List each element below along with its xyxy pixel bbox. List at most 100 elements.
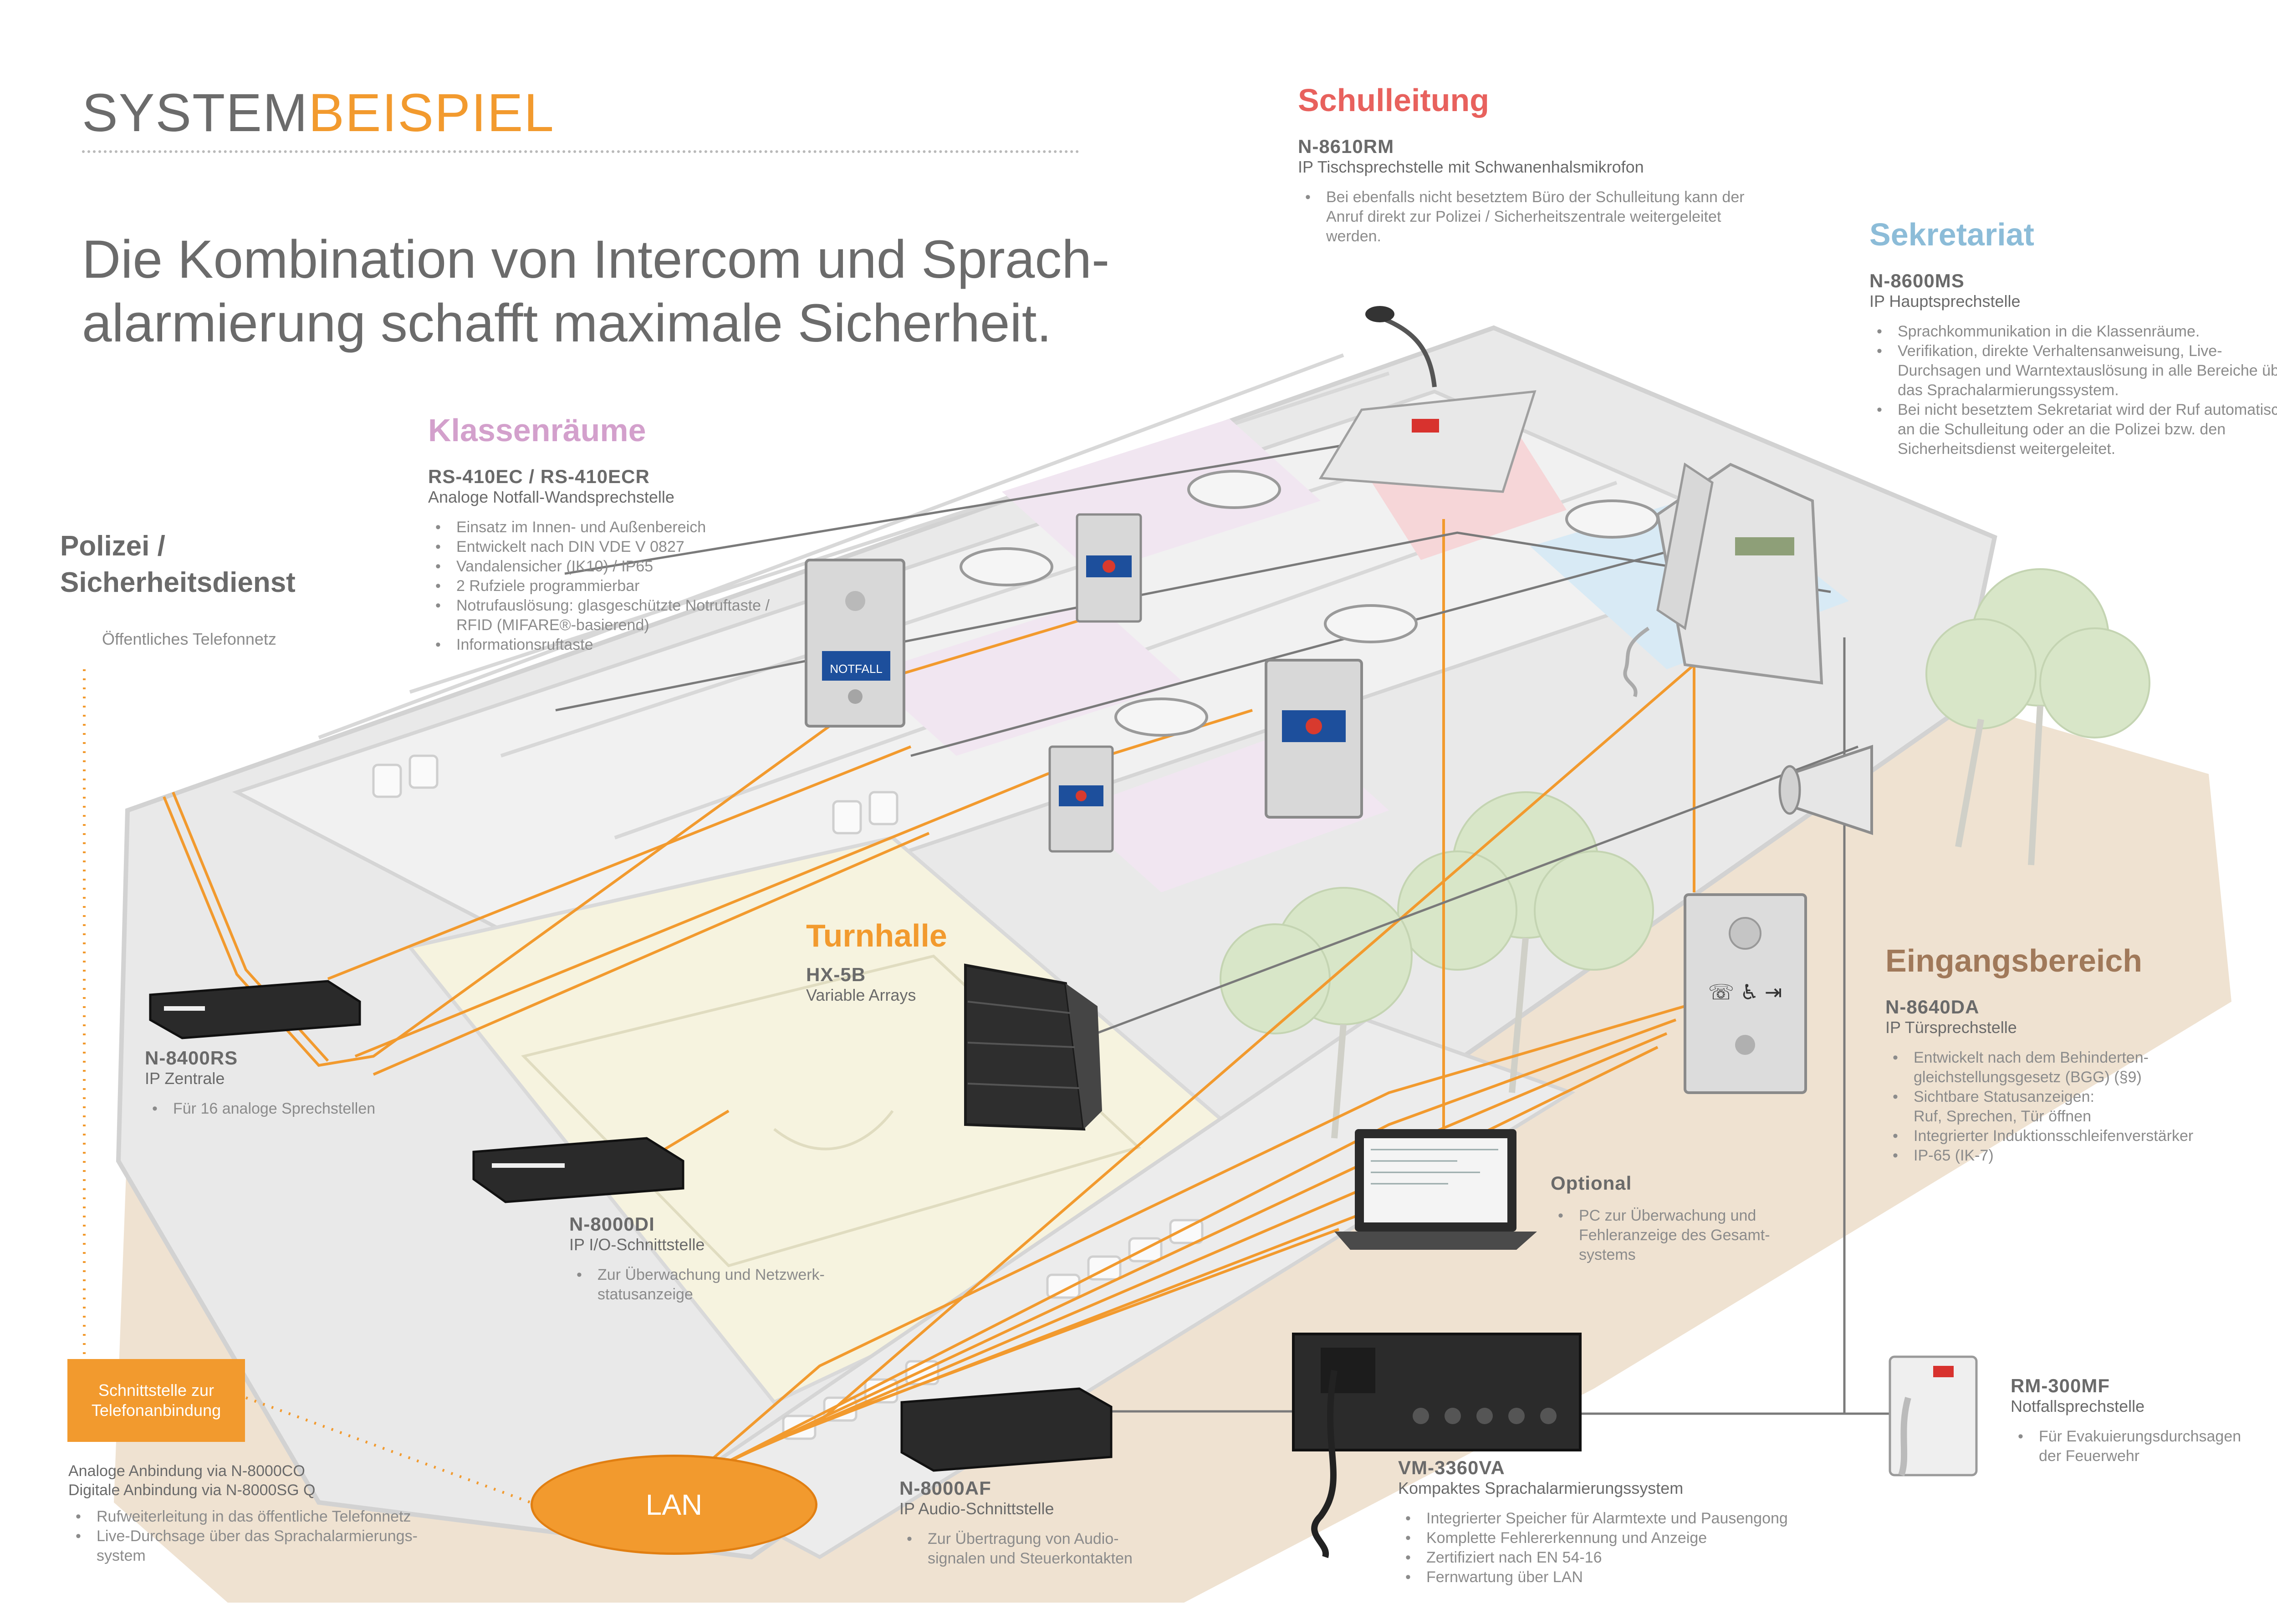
rm300mf-subtitle: Notfallsprechstelle bbox=[2011, 1397, 2145, 1415]
vm3360va-subtitle: Kompaktes Sprachalarmierungssystem bbox=[1398, 1479, 1684, 1497]
desk-microphone-icon bbox=[1318, 306, 1537, 493]
schulleitung-section: Schulleitung N-8610RM IP Tischsprechstel… bbox=[1298, 82, 1753, 246]
rm300mf-bullets: Für Evakuierungsdurchsagen der Feuerwehr bbox=[2011, 1427, 2277, 1466]
horn-speaker-icon bbox=[1778, 744, 1873, 835]
eingang-bullet: Entwickelt nach dem Behinderten- gleichs… bbox=[1893, 1048, 2277, 1087]
emergency-microphone-icon bbox=[1889, 1355, 1978, 1476]
eingang-bullets: Entwickelt nach dem Behinderten- gleichs… bbox=[1885, 1048, 2277, 1166]
schulleitung-title: Schulleitung bbox=[1298, 82, 1489, 118]
klassen-bullet: 2 Rufziele programmierbar bbox=[435, 576, 775, 596]
polizei-section: Polizei / Sicherheitsdienst Öffentliches… bbox=[60, 528, 379, 649]
eingang-bullet-text: Entwickelt nach dem Behinderten- gleichs… bbox=[1914, 1049, 2149, 1086]
n8000af-subtitle: IP Audio-Schnittstelle bbox=[899, 1499, 1054, 1518]
klassen-bullet: Entwickelt nach DIN VDE V 0827 bbox=[435, 537, 775, 557]
door-intercom-icon: ☏ ♿ ⇥ bbox=[1684, 893, 1807, 1094]
turnhalle-subtitle: Variable Arrays bbox=[806, 986, 916, 1004]
vm3360va-bullet: Fernwartung über LAN bbox=[1405, 1568, 1876, 1587]
schulleitung-bullets: Bei ebenfalls nicht besetztem Büro der S… bbox=[1298, 188, 1772, 246]
eingang-section: Eingangsbereich N-8640DA IP Türsprechste… bbox=[1885, 942, 2277, 1166]
rm300mf-model: RM-300MF bbox=[2011, 1375, 2110, 1396]
n8000di-section: N-8000DI IP I/O-Schnittstelle Zur Überwa… bbox=[569, 1213, 888, 1304]
n8000di-bullet-text: Zur Überwachung und Netzwerk- statusanze… bbox=[597, 1266, 825, 1303]
n8000di-bullet: Zur Überwachung und Netzwerk- statusanze… bbox=[577, 1265, 888, 1304]
line-array-speaker-icon bbox=[964, 963, 1102, 1131]
lan-label: LAN bbox=[645, 1488, 703, 1521]
polizei-note: Öffentliches Telefonnetz bbox=[102, 630, 276, 648]
headline-line-1: Die Kombination von Intercom und Sprach- bbox=[82, 229, 1110, 290]
eingang-bullet-text: Sichtbare Statusanzeigen: Ruf, Sprechen,… bbox=[1914, 1088, 2094, 1125]
lan-node: LAN bbox=[531, 1455, 817, 1555]
interface-line-1: Analoge Anbindung via N-8000CO bbox=[68, 1462, 305, 1480]
n8400rs-bullet: Für 16 analoge Sprechstellen bbox=[152, 1099, 464, 1119]
ceiling-speaker-icon bbox=[960, 470, 1659, 737]
klassen-model: RS-410EC / RS-410ECR bbox=[428, 466, 650, 487]
interface-bullet: Rufweiterleitung in das öffentliche Tele… bbox=[76, 1507, 478, 1527]
intercom-panel-icon bbox=[805, 513, 1363, 853]
optional-bullet: PC zur Überwachung und Fehleranzeige des… bbox=[1558, 1206, 1833, 1265]
sekretariat-bullet: Sprachkommunikation in die Klassenräume. bbox=[1877, 322, 2277, 341]
polizei-title-1: Polizei / bbox=[60, 530, 165, 562]
tree-icon bbox=[1220, 568, 2150, 1034]
headline-line-2: alarmierung schafft maximale Sicherheit. bbox=[82, 293, 1052, 353]
sekretariat-bullet: Bei nicht besetztem Sekretariat wird der… bbox=[1877, 400, 2277, 459]
sekretariat-subtitle: IP Hauptsprechstelle bbox=[1869, 292, 2021, 311]
optional-bullets: PC zur Überwachung und Fehleranzeige des… bbox=[1551, 1206, 1833, 1265]
vm3360va-bullet: Zertifiziert nach EN 54-16 bbox=[1405, 1548, 1876, 1568]
klassen-bullets: Einsatz im Innen- und Außenbereich Entwi… bbox=[428, 518, 775, 655]
eingang-bullet: Integrierter Induktionsschleifenverstärk… bbox=[1893, 1126, 2277, 1146]
n8000di-bullets: Zur Überwachung und Netzwerk- statusanze… bbox=[569, 1265, 888, 1304]
schulleitung-bullet: Bei ebenfalls nicht besetztem Büro der S… bbox=[1305, 188, 1772, 246]
court-lines bbox=[521, 954, 1141, 1268]
eingang-model: N-8640DA bbox=[1885, 996, 1980, 1018]
interface-bullet: Live-Durchsage über das Sprachalarmierun… bbox=[76, 1527, 478, 1566]
sekretariat-section: Sekretariat N-8600MS IP Hauptsprechstell… bbox=[1869, 216, 2277, 459]
turnhalle-title: Turnhalle bbox=[806, 918, 947, 953]
turnhalle-model: HX-5B bbox=[806, 964, 866, 985]
interface-box-line-1: Schnittstelle zur bbox=[98, 1381, 214, 1400]
klassen-title: Klassenräume bbox=[428, 412, 646, 448]
vm3360va-bullet: Integrierter Speicher für Alarmtexte und… bbox=[1405, 1509, 1876, 1528]
rm300mf-bullet: Für Evakuierungsdurchsagen der Feuerwehr bbox=[2018, 1427, 2277, 1466]
klassen-bullet: Einsatz im Innen- und Außenbereich bbox=[435, 518, 775, 537]
interface-description: Analoge Anbindung via N-8000CO Digitale … bbox=[68, 1461, 478, 1566]
sekretariat-bullets: Sprachkommunikation in die Klassenräume.… bbox=[1869, 322, 2277, 459]
rm300mf-bullet-text: Für Evakuierungsdurchsagen der Feuerwehr bbox=[2039, 1428, 2241, 1465]
title-part-2: BEISPIEL bbox=[308, 83, 555, 143]
title-divider bbox=[82, 150, 1079, 153]
telephone-icon bbox=[1623, 462, 1823, 697]
eingang-subtitle: IP Türsprechstelle bbox=[1885, 1018, 2017, 1037]
interface-line-2: Digitale Anbindung via N-8000SG Q bbox=[68, 1481, 316, 1499]
title-part-1: SYSTEM bbox=[82, 83, 309, 143]
klassen-subtitle: Analoge Notfall-Wandsprechstelle bbox=[428, 488, 674, 506]
optional-section: Optional PC zur Überwachung und Fehleran… bbox=[1551, 1172, 1833, 1265]
eingang-bullet: Sichtbare Statusanzeigen: Ruf, Sprechen,… bbox=[1893, 1087, 2277, 1126]
sekretariat-model: N-8600MS bbox=[1869, 270, 1965, 291]
svg-text:☏ ♿ ⇥: ☏ ♿ ⇥ bbox=[1708, 980, 1782, 1004]
n8000af-bullet-text: Zur Übertragung von Audio- signalen und … bbox=[928, 1530, 1133, 1567]
turnhalle-section: Turnhalle HX-5B Variable Arrays bbox=[806, 917, 1079, 1005]
optional-title: Optional bbox=[1551, 1172, 1632, 1194]
amplifier-rack-icon bbox=[1292, 1333, 1582, 1558]
klassen-section: Klassenräume RS-410EC / RS-410ECR Analog… bbox=[428, 412, 883, 655]
schulleitung-model: N-8610RM bbox=[1298, 136, 1394, 157]
klassen-bullet: Informationsruftaste bbox=[435, 635, 775, 655]
optional-bullet-text: PC zur Überwachung und Fehleranzeige des… bbox=[1579, 1207, 1770, 1263]
interface-box-line-2: Telefonanbindung bbox=[91, 1401, 221, 1420]
sekretariat-title: Sekretariat bbox=[1869, 217, 2034, 252]
schulleitung-subtitle: IP Tischsprechstelle mit Schwanenhalsmik… bbox=[1298, 158, 1644, 176]
n8400rs-subtitle: IP Zentrale bbox=[145, 1069, 225, 1088]
n8000di-subtitle: IP I/O-Schnittstelle bbox=[569, 1235, 705, 1254]
n8000af-bullet: Zur Übertragung von Audio- signalen und … bbox=[907, 1529, 1218, 1568]
n8000di-model: N-8000DI bbox=[569, 1213, 655, 1235]
vm3360va-model: VM-3360VA bbox=[1398, 1457, 1505, 1478]
laptop-icon bbox=[1334, 1129, 1537, 1250]
n8000af-bullets: Zur Übertragung von Audio- signalen und … bbox=[899, 1529, 1218, 1568]
rack-device-icon bbox=[149, 980, 1113, 1472]
sekretariat-bullet: Verifikation, direkte Verhaltensanweisun… bbox=[1877, 341, 2277, 400]
interface-bullet-text: Live-Durchsage über das Sprachalarmierun… bbox=[97, 1527, 418, 1564]
building-wing-rooms bbox=[318, 353, 1618, 840]
eingang-bullet: IP-65 (IK-7) bbox=[1893, 1146, 2277, 1166]
eingang-title: Eingangsbereich bbox=[1885, 943, 2143, 978]
